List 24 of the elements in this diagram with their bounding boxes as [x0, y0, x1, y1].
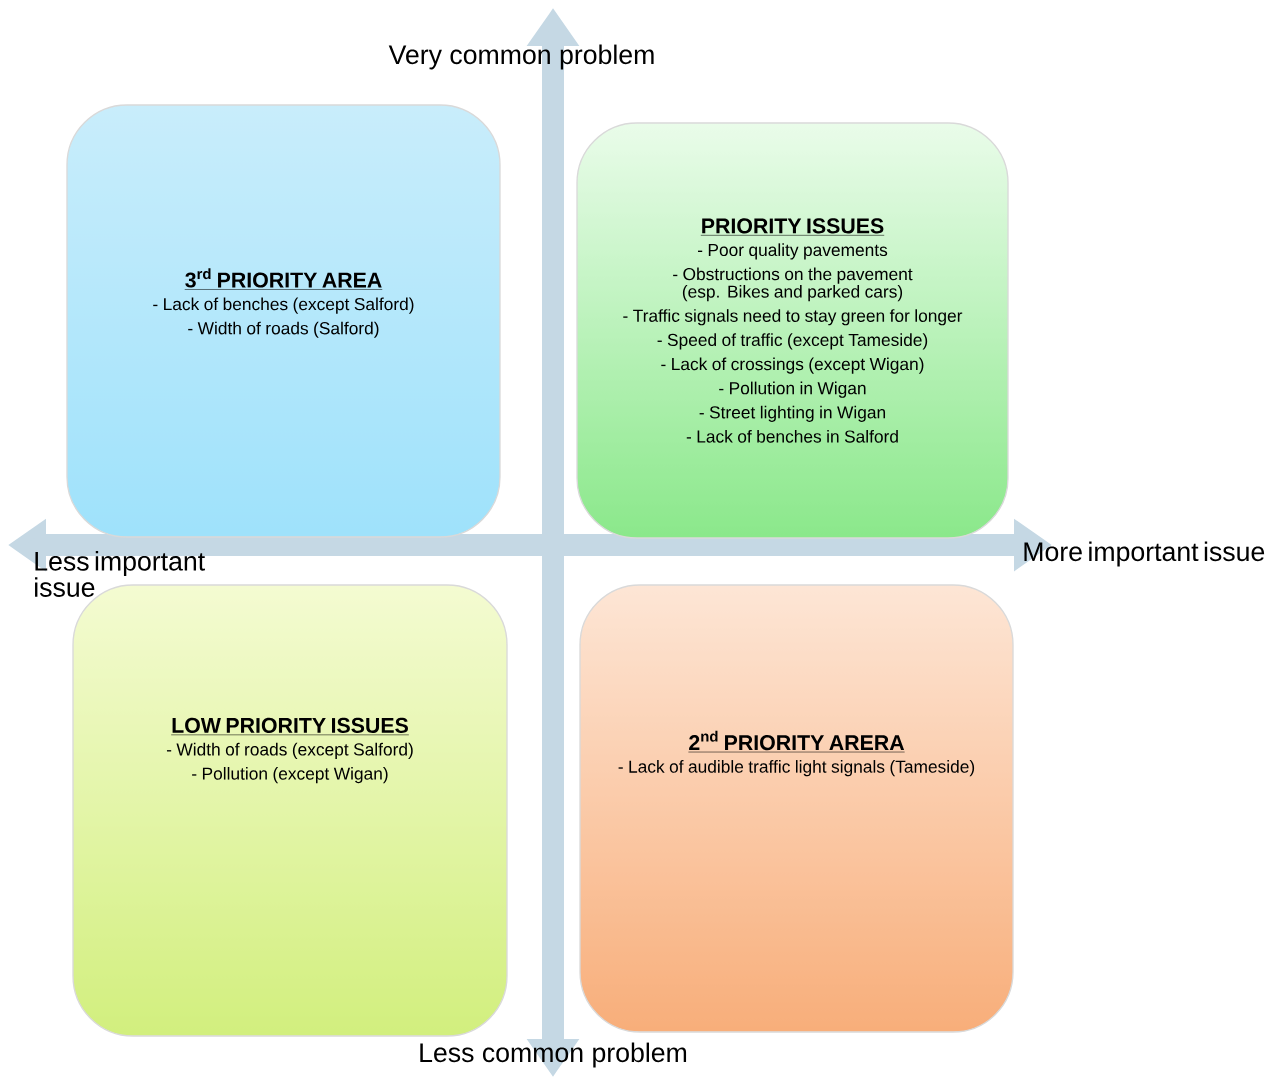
node-label: - Lack of benches (except Salford) — [153, 297, 414, 314]
node-label: - Lack of benches in Salford — [686, 429, 898, 443]
axis-label: Less important issue — [35, 551, 205, 597]
node-label: - Obstructions on the pavement (esp. Bikes and parked cars) — [673, 267, 913, 302]
node-label: LOW PRIORITY ISSUES — [172, 717, 408, 733]
node-label: - Speed of traffic (except Tameside) — [657, 333, 928, 350]
node-label: - Pollution (except Wigan) — [192, 767, 388, 784]
quadrant-box — [576, 122, 1009, 539]
quadrant-box — [66, 104, 501, 538]
node-label: - Lack of crossings (except Wigan) — [661, 357, 924, 374]
node-label: - Poor quality pavements — [697, 243, 888, 260]
quadrant-box — [579, 584, 1014, 1033]
node-label: PRIORITY ISSUES — [702, 218, 884, 234]
node-label: - Pollution in Wigan — [719, 381, 866, 398]
node-label: - Lack of audible traffic light signals (Tameside) — [618, 760, 975, 777]
axis-label: More important issue — [1024, 541, 1265, 567]
node-label: 2$^{nd}$ PRIORITY ARERA — [689, 730, 905, 751]
node-label: 3$^{rd}$ PRIORITY AREA — [185, 268, 382, 288]
node-label: - Traffic signals need to stay green for longer — [623, 309, 963, 326]
node-label: - Width of roads (except Salford) — [166, 742, 413, 760]
node-label: - Width of roads (Salford) — [188, 321, 379, 338]
axis-label: Less common problem — [420, 1042, 687, 1068]
node-label: - Street lighting in Wigan — [699, 405, 886, 422]
axis-label: Very common problem — [388, 44, 654, 70]
